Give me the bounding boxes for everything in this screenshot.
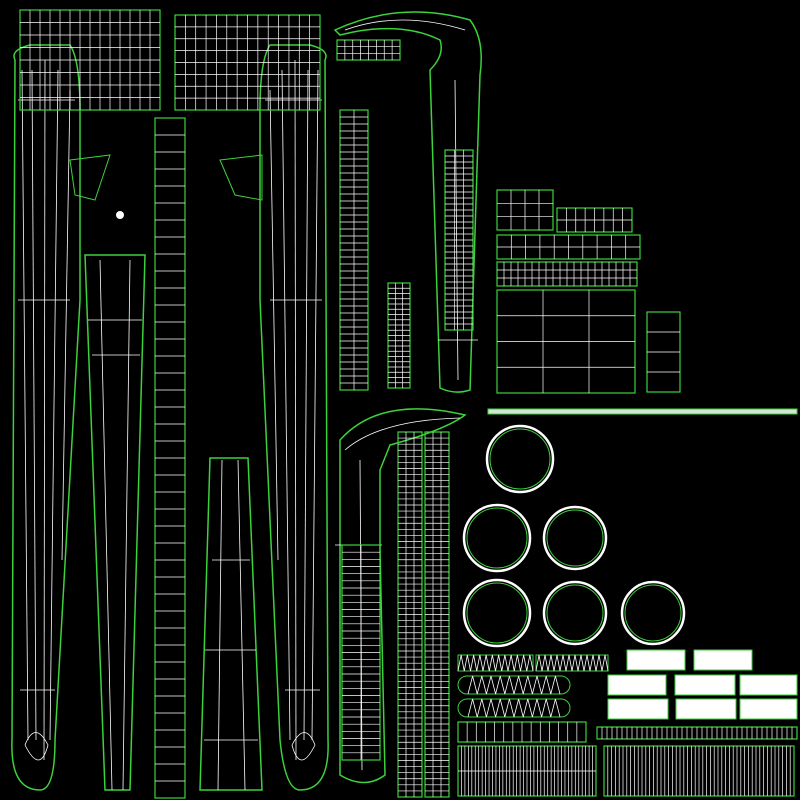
undefined-edge bbox=[344, 19, 466, 31]
long-bar bbox=[487, 408, 798, 415]
undefined-edge bbox=[31, 69, 37, 741]
undefined-edge bbox=[49, 69, 59, 741]
pin-dot bbox=[116, 211, 124, 219]
ring bbox=[542, 580, 608, 646]
side-wedges bbox=[69, 154, 263, 219]
plate bbox=[626, 649, 686, 671]
nut-side-wires bbox=[647, 331, 680, 373]
spring-zigzag bbox=[467, 675, 561, 695]
ring-inner bbox=[546, 509, 604, 567]
right-pipe-handle bbox=[174, 14, 329, 791]
ring bbox=[485, 424, 555, 494]
undefined-edge bbox=[43, 59, 46, 761]
undefined-edge bbox=[99, 259, 113, 791]
undefined-edge bbox=[237, 459, 246, 791]
small-grid-top-wires bbox=[337, 40, 400, 60]
ring-inner bbox=[546, 584, 604, 642]
nut-band-b-wires bbox=[497, 235, 640, 259]
plate bbox=[607, 674, 667, 696]
right-knurl-strip-a-wires bbox=[398, 432, 422, 797]
undefined-edge bbox=[294, 59, 297, 761]
plate bbox=[739, 698, 798, 720]
left-wedge bbox=[69, 154, 111, 201]
spring-zigzag bbox=[535, 654, 609, 672]
plate bbox=[674, 674, 736, 696]
plate bbox=[675, 698, 737, 720]
nut-body-wires bbox=[497, 290, 635, 393]
undefined-edge bbox=[344, 417, 461, 451]
left-jaw-teeth-wires bbox=[445, 150, 473, 330]
nut-band-a-wires bbox=[557, 208, 632, 232]
undefined-edge bbox=[311, 69, 319, 741]
undefined-border bbox=[333, 11, 482, 393]
ring-inner bbox=[624, 584, 682, 642]
spring-strips bbox=[457, 654, 609, 718]
left-jaw-strip-wires bbox=[340, 110, 368, 390]
plate bbox=[693, 649, 753, 671]
ring bbox=[620, 580, 686, 646]
small-strip-grid-wires bbox=[388, 283, 410, 388]
strip-b-wires bbox=[601, 727, 793, 739]
ring bbox=[462, 503, 532, 573]
ring bbox=[542, 505, 608, 571]
spring-zigzag bbox=[467, 698, 561, 718]
undefined-edge bbox=[217, 459, 223, 791]
left-pipe-handle bbox=[11, 9, 161, 791]
small-strip bbox=[199, 457, 263, 791]
undefined-edge bbox=[21, 69, 29, 741]
undefined-border bbox=[84, 254, 146, 791]
right-knurl-strip-b-wires bbox=[425, 432, 449, 797]
nut-band-c-wires bbox=[497, 262, 637, 286]
left-jaw-top bbox=[333, 11, 482, 393]
thin-strip-left bbox=[84, 117, 186, 799]
undefined-edge bbox=[281, 69, 291, 741]
undefined-edge bbox=[61, 89, 71, 561]
ring-inner bbox=[489, 428, 551, 490]
spring-zigzag bbox=[457, 654, 534, 672]
ring-inner bbox=[466, 507, 528, 569]
undefined-border bbox=[11, 44, 81, 791]
undefined-border bbox=[199, 457, 263, 791]
strip-d-wires bbox=[607, 746, 791, 796]
right-jaw-teeth-wires bbox=[342, 545, 380, 760]
ring-inner bbox=[466, 582, 528, 644]
plate bbox=[607, 698, 669, 720]
uv-islands bbox=[11, 9, 798, 799]
right-jaw-top bbox=[335, 408, 467, 798]
left-jaw-head-wires bbox=[20, 10, 160, 110]
rings bbox=[462, 424, 686, 648]
ring bbox=[462, 578, 532, 648]
undefined-edge bbox=[24, 732, 49, 761]
right-jaw-head-wires bbox=[175, 15, 320, 110]
right-wedge bbox=[219, 154, 263, 201]
thin-strip-center-wires bbox=[155, 134, 185, 782]
undefined-edge bbox=[122, 259, 131, 791]
undefined-edge bbox=[303, 69, 309, 741]
undefined-border bbox=[259, 44, 329, 791]
nut-block bbox=[496, 189, 681, 394]
bottom-strips bbox=[457, 721, 798, 797]
undefined-edge bbox=[269, 89, 279, 561]
small-plates bbox=[607, 649, 798, 720]
undefined-edge bbox=[291, 732, 316, 761]
strip-c-wires bbox=[458, 746, 596, 796]
strip-a-wires bbox=[466, 722, 578, 742]
plate bbox=[739, 674, 798, 696]
nut-top-wires bbox=[497, 190, 553, 230]
